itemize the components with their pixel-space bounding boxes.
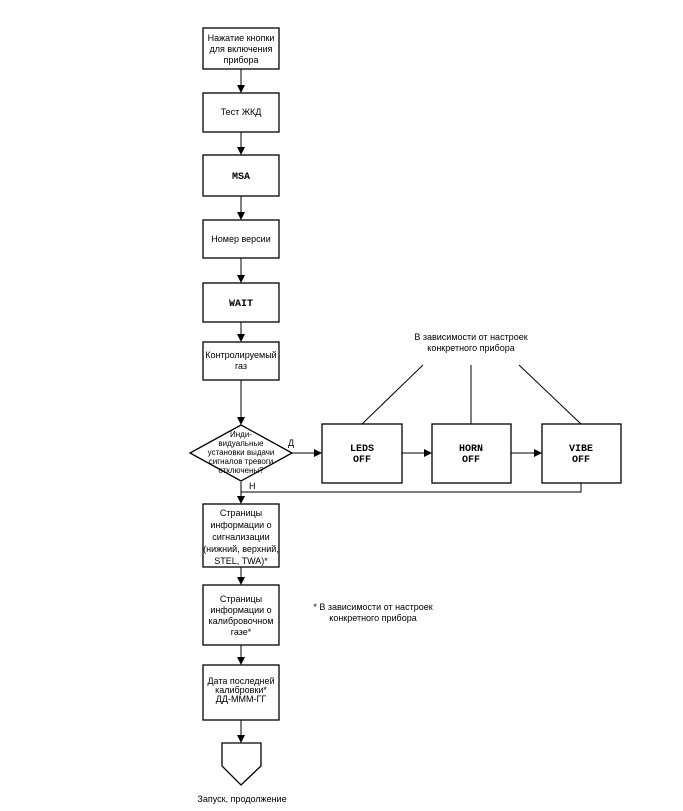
node-wait-text: WAIT (229, 299, 253, 310)
node-horn-box (431, 423, 512, 484)
text-line: сигнализации (212, 532, 269, 542)
text-line: Тест ЖКД (221, 107, 262, 117)
text-line: MSA (232, 172, 250, 183)
node-alarm-pages-text: Страницы информации о сигнализации (нижний,… (203, 508, 279, 566)
text-line: OFF (572, 455, 590, 466)
edge-vibe-return (241, 483, 582, 493)
text-line: Контролируемый (205, 350, 276, 360)
text-line: Номер версии (211, 234, 270, 244)
node-last-cal-box (202, 664, 280, 721)
node-lcd-test-text: Тест ЖКД (221, 107, 262, 117)
text-line: Запуск, продолжение (197, 794, 286, 804)
note-line-leds (361, 364, 424, 425)
node-power-on-box (202, 27, 280, 70)
node-leds-box (321, 423, 403, 484)
text-line: информации о (210, 520, 271, 530)
text-line: В зависимости от настроек (414, 332, 527, 342)
text-line: WAIT (229, 299, 253, 310)
text-line: Страницы (220, 508, 262, 518)
node-start-pentagon (221, 742, 262, 786)
text-line: прибора (223, 55, 258, 65)
node-gas-box (202, 341, 280, 381)
label-yes: Д (288, 438, 294, 448)
node-version-text: Номер версии (211, 234, 270, 244)
node-vibe-box (541, 423, 622, 484)
text-line: Нажатие кнопки (208, 33, 275, 43)
node-cal-gas-pages-box (202, 584, 280, 646)
text-line: калибровочном (209, 616, 274, 626)
text-line: калибровки* (215, 685, 267, 695)
text-line: газ (235, 361, 247, 371)
text-line: OFF (462, 455, 480, 466)
node-start-text: Запуск, продолжение (197, 794, 286, 804)
text-line: конкретного прибора (329, 613, 416, 623)
text-line: для включения (209, 44, 272, 54)
note-line-vibe (518, 364, 582, 425)
node-alarm-pages-box (202, 503, 280, 568)
text-line: ДД-МММ-ГГ (216, 694, 267, 704)
text-line: * В зависимости от настроек (313, 602, 432, 612)
text-line: Дата последней (207, 676, 274, 686)
text-line: Инди- (230, 430, 252, 439)
node-decision-diamond (188, 424, 294, 482)
text-line: HORN (459, 444, 483, 455)
text-line: Страницы (220, 594, 262, 604)
label-no: Н (249, 481, 256, 491)
text-line: (нижний, верхний, (203, 544, 279, 554)
node-msa-text: MSA (232, 172, 250, 183)
text-line: VIBE (569, 444, 593, 455)
text-line: LEDS (350, 444, 374, 455)
text-line: видуальные (218, 439, 264, 448)
node-wait-box (202, 282, 280, 323)
text-line: сигналов тревоги (209, 457, 274, 466)
text-line: STEL, TWA)* (214, 556, 268, 566)
node-version-box (202, 219, 280, 259)
text-line: OFF (353, 455, 371, 466)
node-msa-box (202, 154, 280, 197)
text-line: отключены? (218, 466, 264, 475)
text-line: конкретного прибора (427, 343, 514, 353)
text-line: газе* (231, 627, 252, 637)
node-lcd-test-box (202, 92, 280, 133)
text-line: информации о (210, 605, 271, 615)
text-line: установки выдачи (208, 448, 275, 457)
